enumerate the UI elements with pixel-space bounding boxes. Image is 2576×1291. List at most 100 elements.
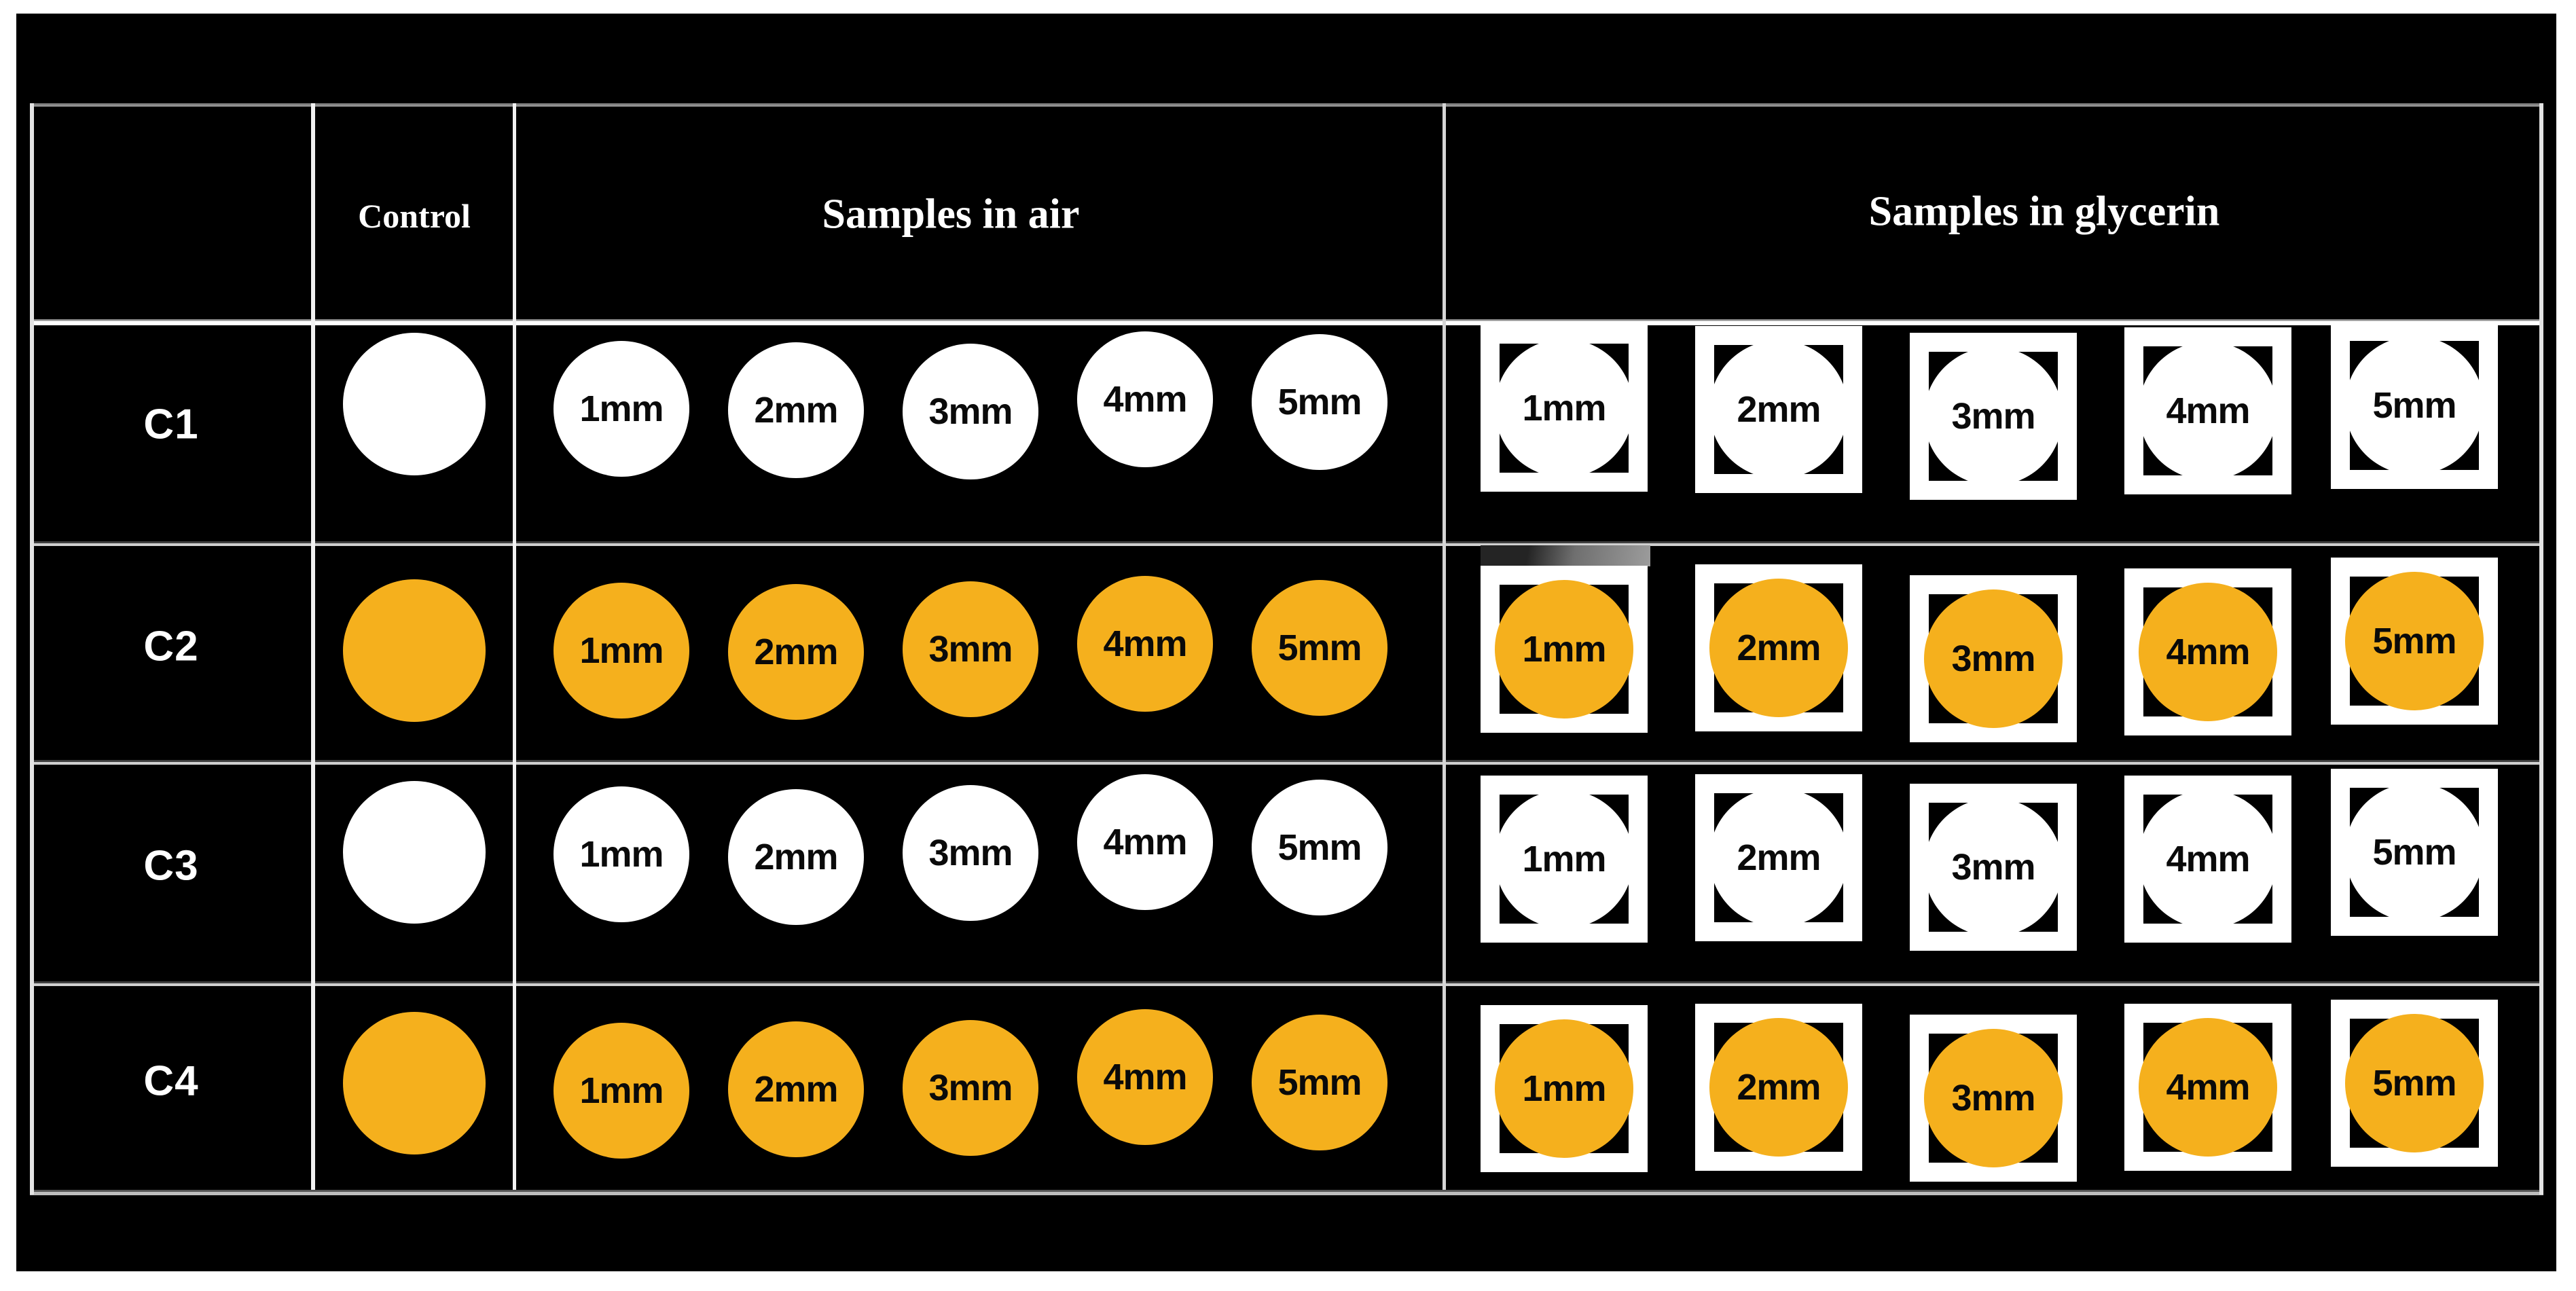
glycerin-sample-circle <box>1924 589 2063 728</box>
glycerin-sample-circle <box>1709 788 1848 927</box>
sample-size-label: 5mm <box>1277 628 1362 668</box>
sample-size-label: 5mm <box>1277 827 1362 868</box>
sample-size-label: 1mm <box>579 1070 664 1111</box>
air-sample-circle: 5mm <box>1252 780 1387 915</box>
sample-size-label: 5mm <box>1277 1062 1362 1103</box>
glycerin-sample-circle <box>1924 798 2063 937</box>
glycerin-sample-circle <box>1924 1029 2063 1167</box>
glycerin-sample-cell: 3mm <box>1910 333 2077 500</box>
glycerin-sample-cell: 5mm <box>2331 769 2498 936</box>
air-sample-circle: 5mm <box>1252 1015 1387 1150</box>
glycerin-sample-cell: 2mm <box>1695 326 1862 493</box>
sample-size-label: 3mm <box>928 391 1013 432</box>
glycerin-sample-circle <box>1709 579 1848 717</box>
air-sample-circle: 4mm <box>1077 331 1213 467</box>
sample-size-label: 4mm <box>1103 822 1187 862</box>
row-label-c4: C4 <box>143 1057 199 1105</box>
sample-size-label: 1mm <box>579 834 664 875</box>
air-sample-circle: 1mm <box>554 786 689 922</box>
sample-size-label: 2mm <box>754 1069 838 1110</box>
glycerin-sample-circle <box>1495 790 1633 928</box>
sample-size-label: 4mm <box>1103 379 1187 420</box>
row-separator-c1-c2 <box>30 541 2543 546</box>
glycerin-sample-circle <box>2139 790 2277 928</box>
glycerin-sample-circle <box>1924 347 2063 486</box>
sample-size-label: 2mm <box>754 632 838 672</box>
sample-size-label: 2mm <box>1737 1067 1821 1108</box>
glycerin-sample-circle <box>2345 336 2484 475</box>
sample-size-label: 4mm <box>2166 839 2250 879</box>
air-sample-circle: 2mm <box>728 1021 864 1157</box>
sample-size-label: 4mm <box>2166 390 2250 431</box>
air-sample-circle: 4mm <box>1077 774 1213 910</box>
glycerin-sample-cell: 2mm <box>1695 564 1862 731</box>
sample-size-label: 1mm <box>579 630 664 671</box>
glycerin-sample-cell: 2mm <box>1695 774 1862 941</box>
air-sample-circle: 3mm <box>903 1020 1038 1156</box>
column-separator-control-air <box>513 103 516 1190</box>
row-label-c3: C3 <box>143 842 199 890</box>
glycerin-sample-cell: 5mm <box>2331 1000 2498 1167</box>
control-sample-circle <box>343 781 486 924</box>
air-sample-circle: 3mm <box>903 344 1038 479</box>
column-header-samples-in-glycerin: Samples in glycerin <box>1868 188 2220 235</box>
air-sample-circle: 2mm <box>728 584 864 720</box>
sample-size-label: 5mm <box>2372 832 2456 873</box>
sample-size-label: 5mm <box>2372 621 2456 661</box>
column-separator-air-glycerin <box>1443 103 1446 1190</box>
air-sample-circle: 1mm <box>554 583 689 719</box>
sample-size-label: 3mm <box>1951 396 2035 437</box>
table-border-bottom <box>30 1190 2543 1195</box>
table-border-left <box>30 103 34 1195</box>
glycerin-sample-cell: 1mm <box>1481 1005 1648 1172</box>
air-sample-circle: 3mm <box>903 785 1038 921</box>
air-sample-circle: 2mm <box>728 789 864 925</box>
control-sample-circle <box>343 579 486 722</box>
sample-size-label: 4mm <box>2166 1067 2250 1108</box>
air-sample-circle: 1mm <box>554 1023 689 1159</box>
sample-size-label: 2mm <box>1737 837 1821 878</box>
control-sample-circle <box>343 333 486 475</box>
glycerin-sample-circle <box>1495 339 1633 477</box>
sample-size-label: 2mm <box>754 390 838 431</box>
sample-size-label: 1mm <box>1522 629 1606 670</box>
column-header-samples-in-air: Samples in air <box>822 191 1080 238</box>
glycerin-sample-circle <box>1495 580 1633 719</box>
glycerin-sample-cell: 3mm <box>1910 575 2077 742</box>
sample-size-label: 3mm <box>928 1068 1013 1108</box>
glycerin-sample-cell: 4mm <box>2124 776 2291 943</box>
sample-size-label: 1mm <box>1522 1068 1606 1109</box>
sample-size-label: 3mm <box>928 833 1013 873</box>
glycerin-sample-circle <box>2345 783 2484 922</box>
column-header-control: Control <box>358 197 471 235</box>
header-separator-line <box>30 319 2543 325</box>
sample-size-label: 5mm <box>1277 382 1362 422</box>
table-border-top <box>30 103 2543 107</box>
air-sample-circle: 2mm <box>728 342 864 478</box>
glycerin-sample-cell: 5mm <box>2331 558 2498 725</box>
sample-size-label: 5mm <box>2372 1063 2456 1104</box>
sample-size-label: 3mm <box>1951 638 2035 679</box>
glycerin-sample-cell: 4mm <box>2124 568 2291 735</box>
air-sample-circle: 3mm <box>903 581 1038 717</box>
glycerin-sample-cell: 3mm <box>1910 1015 2077 1182</box>
sample-size-label: 1mm <box>579 388 664 429</box>
sample-size-label: 2mm <box>1737 628 1821 668</box>
sample-size-label: 2mm <box>1737 389 1821 430</box>
glycerin-sample-cell: 1mm <box>1481 566 1648 733</box>
control-sample-circle <box>343 1012 486 1154</box>
glycerin-sample-cell: 3mm <box>1910 784 2077 951</box>
air-sample-circle: 1mm <box>554 341 689 477</box>
glycerin-sample-cell: 4mm <box>2124 327 2291 494</box>
glycerin-sample-circle <box>2345 572 2484 710</box>
row-label-c1: C1 <box>143 401 199 448</box>
glycerin-sample-circle <box>1709 1018 1848 1157</box>
column-separator-label-control <box>311 103 315 1190</box>
sample-size-label: 3mm <box>928 629 1013 670</box>
sample-size-label: 3mm <box>1951 1078 2035 1119</box>
row-label-c2: C2 <box>143 623 199 670</box>
glycerin-sample-circle <box>2139 342 2277 480</box>
glycerin-sample-circle <box>2345 1014 2484 1152</box>
sample-size-label: 4mm <box>1103 1057 1187 1097</box>
